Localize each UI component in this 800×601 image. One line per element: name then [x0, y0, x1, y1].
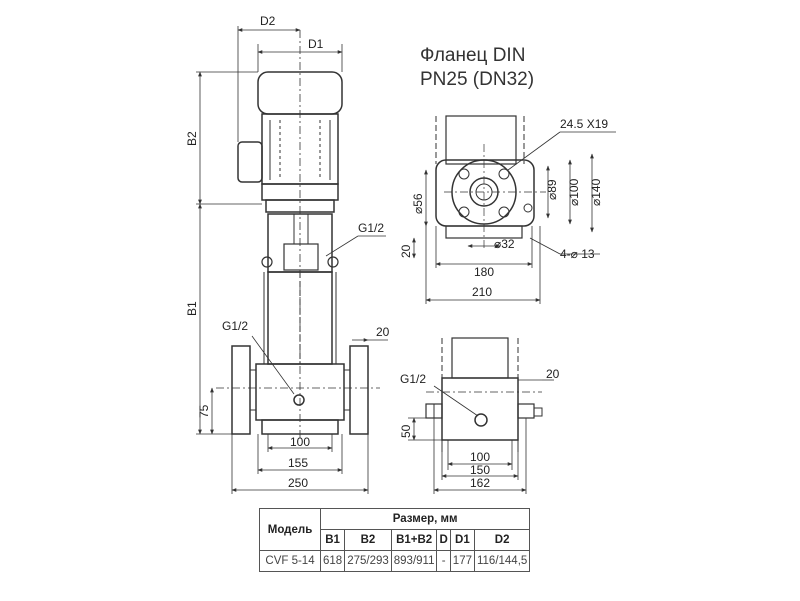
column-header: B1	[319, 529, 346, 551]
base-body	[441, 377, 519, 441]
value-cell: 177	[449, 550, 475, 572]
base-drain-plug	[474, 413, 488, 427]
terminal-box	[237, 141, 263, 183]
column-header: B1+B2	[390, 529, 438, 551]
dim-162-label: 162	[470, 476, 490, 490]
value-cell: 116/144,5	[473, 550, 531, 572]
dim-100-label: 100	[470, 450, 490, 464]
port-upper-label: G1/2	[358, 221, 384, 235]
column-header: B2	[344, 529, 392, 551]
flange-title-line1: Фланец DIN	[420, 45, 526, 66]
dim-d56-label: ⌀56	[411, 193, 425, 214]
flange-plate	[435, 159, 535, 227]
dim-20-label: 20	[399, 244, 413, 258]
size-header: Размер, мм	[319, 508, 531, 530]
holes-top-label: 24.5 X19	[560, 117, 608, 131]
flange-view	[435, 115, 546, 250]
dim-20-label: 20	[376, 325, 390, 339]
flange-title-line2: PN25 (DN32)	[420, 69, 535, 90]
dim-d89-label: ⌀89	[545, 179, 559, 200]
value-cell: 893/911	[390, 550, 438, 572]
front-view-dimensions	[196, 26, 388, 494]
pump-front-view	[216, 30, 380, 440]
column-header: D1	[449, 529, 475, 551]
flange-view-labels: ⌀56 ⌀89 ⌀100 ⌀140 ⌀32 24.5 X19 4-⌀ 13 20…	[399, 117, 608, 299]
dim-155-label: 155	[288, 456, 308, 470]
dim-50-label: 50	[399, 424, 413, 438]
dim-d2-label: D2	[260, 14, 276, 28]
model-cell: CVF 5-14	[259, 550, 321, 572]
dim-d32-label: ⌀32	[494, 237, 515, 251]
dim-d100-label: ⌀100	[567, 178, 581, 206]
base-view-dimensions	[408, 379, 554, 494]
outlet-flange	[349, 345, 369, 435]
dim-d140-label: ⌀140	[589, 178, 603, 206]
dim-250-label: 250	[288, 476, 308, 490]
dim-75-label: 75	[197, 404, 211, 418]
base-port-label: G1/2	[400, 372, 426, 386]
holes-base-label: 4-⌀ 13	[560, 247, 595, 261]
inlet-flange	[231, 345, 251, 435]
column-header: D	[436, 529, 451, 551]
base-view-labels: G1/2 20 50 100 150 162	[399, 367, 560, 490]
value-cell: 618	[319, 550, 346, 572]
value-cell: 275/293	[344, 550, 392, 572]
dim-150-label: 150	[470, 463, 490, 477]
dim-180-label: 180	[474, 265, 494, 279]
front-view-labels: D2 D1 B2 B1 75 G1/2 G1/2 20 100 155 250	[185, 14, 390, 490]
value-cell: -	[436, 550, 451, 572]
model-header: Модель	[259, 508, 321, 551]
dim-100-label: 100	[290, 435, 310, 449]
table-header-row: Модель Размер, мм	[259, 508, 531, 551]
dim-b2-label: B2	[185, 131, 199, 146]
column-header: D2	[473, 529, 531, 551]
port-lower-label: G1/2	[222, 319, 248, 333]
flange-title: Фланец DIN PN25 (DN32)	[420, 44, 580, 92]
table-row: CVF 5-14 618 275/293 893/911 - 177 116/1…	[259, 550, 531, 572]
table-subheader-row: B1 B2 B1+B2 D D1 D2	[260, 529, 531, 551]
dim-20-label: 20	[546, 367, 560, 381]
dimensions-table: Модель Размер, мм B1 B2 B1+B2 D D1 D2 CV…	[259, 508, 531, 572]
drain-plug	[293, 394, 305, 406]
base-view	[425, 337, 543, 452]
dim-210-label: 210	[472, 285, 492, 299]
dim-b1-label: B1	[185, 301, 199, 316]
dim-d1-label: D1	[308, 37, 324, 51]
flange-view-dimensions	[412, 131, 616, 304]
